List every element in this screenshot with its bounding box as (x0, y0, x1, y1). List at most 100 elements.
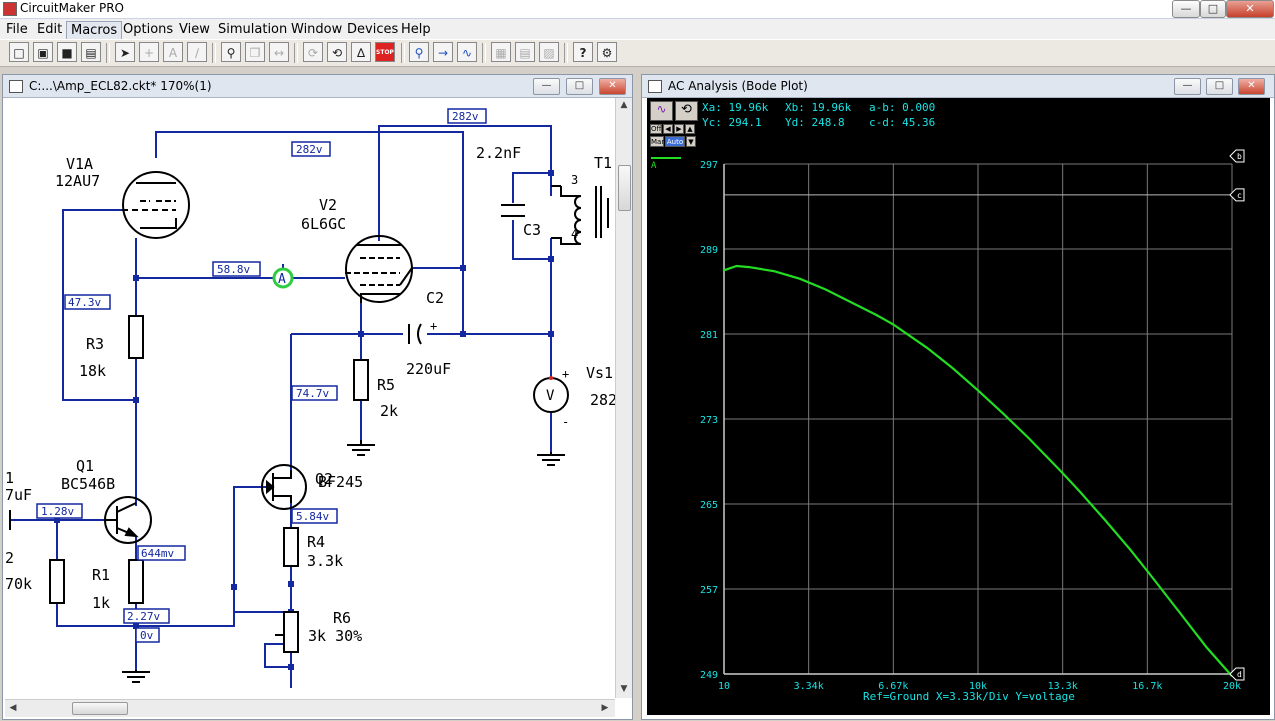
new-icon[interactable]: □ (9, 42, 29, 62)
clip-label-2: 2 (5, 549, 14, 567)
c2-capacitor-symbol (408, 323, 422, 345)
schematic-restore-button[interactable]: □ (566, 78, 593, 95)
vscroll-thumb[interactable] (618, 165, 631, 211)
plot-up-button[interactable]: ▲ (685, 124, 695, 134)
text-icon[interactable]: A (163, 42, 183, 62)
bus-icon[interactable]: ▤ (515, 42, 535, 62)
scope-icon[interactable]: ∿ (457, 42, 477, 62)
plot-prev-button[interactable]: ◀ (663, 124, 673, 134)
q2-jfet-symbol (261, 464, 307, 510)
plot-cursors[interactable]: bcd (724, 149, 1245, 681)
analog-probe-icon[interactable]: → (433, 42, 453, 62)
q2-label: Q2 (315, 470, 333, 488)
reset-icon[interactable]: ⟲ (327, 42, 347, 62)
meter-minus-label: - (562, 415, 569, 429)
menu-help[interactable]: Help (401, 22, 431, 37)
schematic-minimize-button[interactable]: — (533, 78, 560, 95)
component-labels: V1A 12AU7 V2 6L6GC 2.2nF C3 T1 3 4 C2 22… (5, 144, 617, 645)
r1-value-label: 1k (92, 594, 110, 612)
schematic-window: C:...\Amp_ECL82.ckt* 170%(1) — □ ✕ (2, 74, 633, 720)
plot-off-button[interactable]: Off (650, 124, 662, 134)
t1-pin4-label: 4 (571, 227, 578, 241)
settings-icon[interactable]: ⚙ (597, 42, 617, 62)
scroll-down-arrow[interactable]: ▼ (620, 684, 628, 694)
menu-simulation[interactable]: Simulation (218, 22, 288, 37)
hscroll-thumb[interactable] (72, 702, 128, 715)
q1-bjt-symbol (104, 496, 152, 544)
vs1-value-label: 282 (590, 391, 617, 409)
plot-footer: Ref=Ground X=3.33k/Div Y=voltage (863, 690, 1075, 703)
close-button[interactable]: ✕ (1226, 0, 1274, 18)
grid-icon[interactable]: ▦ (491, 42, 511, 62)
wire-icon[interactable]: + (139, 42, 159, 62)
scroll-left-arrow[interactable]: ◀ (9, 703, 17, 713)
menu-devices[interactable]: Devices (347, 22, 399, 37)
v2-label: V2 (319, 196, 337, 214)
schematic-titlebar: C:...\Amp_ECL82.ckt* 170%(1) — □ ✕ (3, 75, 632, 98)
chart-icon (648, 80, 662, 93)
plot-next-button[interactable]: ▶ (674, 124, 684, 134)
clip-label-7uf: 7uF (5, 486, 32, 504)
rotate-icon[interactable]: ⟳ (303, 42, 323, 62)
bode-restore-button[interactable]: □ (1206, 78, 1233, 95)
plot-down-button[interactable]: ▼ (686, 136, 696, 147)
probe-icon[interactable]: ∕ (187, 42, 207, 62)
voltage-47-3: 47.3v (68, 296, 101, 309)
menu-macros[interactable]: Macros (66, 21, 123, 40)
menu-view[interactable]: View (179, 22, 210, 37)
menu-window[interactable]: Window (291, 22, 343, 37)
digital-probe-icon[interactable]: ⚲ (409, 42, 429, 62)
plot-auto-button[interactable]: Auto (665, 136, 685, 147)
scroll-right-arrow[interactable]: ▶ (601, 703, 609, 713)
readout-xb: Xb: 19.96k (785, 101, 852, 114)
menu-file[interactable]: File (6, 22, 28, 37)
bode-minimize-button[interactable]: — (1174, 78, 1201, 95)
scroll-up-arrow[interactable]: ▲ (620, 100, 628, 110)
y-tick-label: 281 (700, 330, 718, 341)
minimize-button[interactable]: — (1172, 0, 1200, 18)
vs1-label: Vs1 (586, 364, 613, 382)
waveform-icon[interactable]: ∿ (650, 101, 673, 121)
y-tick-label: 273 (700, 415, 718, 426)
open-icon[interactable]: ▣ (33, 42, 53, 62)
plot-grid (723, 163, 1233, 675)
print-icon[interactable]: ▤ (81, 42, 101, 62)
voltage-282-top: 282v (452, 110, 479, 123)
bode-close-button[interactable]: ✕ (1238, 78, 1265, 95)
netlist-icon[interactable]: ▨ (539, 42, 559, 62)
v1a-label: V1A (66, 155, 93, 173)
clip-label-1: 1 (5, 469, 14, 487)
menu-options[interactable]: Options (123, 22, 174, 37)
series-trace (723, 264, 1233, 677)
reset-plot-icon[interactable]: ⟲ (675, 101, 698, 121)
save-icon[interactable]: ■ (57, 42, 77, 62)
resistor-symbols (49, 315, 369, 653)
copy-icon[interactable]: ❐ (245, 42, 265, 62)
x-tick-label: 13.3k (1048, 681, 1078, 692)
schematic-hscrollbar[interactable]: ◀ ▶ (5, 699, 615, 717)
voltage-644mv: 644mv (141, 547, 174, 560)
schematic-close-button[interactable]: ✕ (599, 78, 626, 95)
probe-a-label: A (278, 272, 286, 287)
flip-icon[interactable]: ↔ (269, 42, 289, 62)
voltage-74-7: 74.7v (296, 387, 329, 400)
y-tick-label: 257 (700, 585, 718, 596)
help-icon[interactable]: ? (573, 42, 593, 62)
plot-man-button[interactable]: Man (650, 136, 666, 147)
arrow-icon[interactable]: ➤ (115, 42, 135, 62)
r1-label: R1 (92, 566, 110, 584)
maximize-button[interactable]: □ (1200, 0, 1226, 18)
cursor-c-marker (1229, 188, 1245, 202)
probe-a-marker[interactable]: A (272, 267, 294, 289)
schematic-canvas[interactable]: A 282v 282v 58.8v 47.3v 74.7v 5.84v 1.28… (5, 98, 617, 698)
stop-icon[interactable]: STOP (375, 42, 395, 62)
menu-edit[interactable]: Edit (37, 22, 63, 37)
schematic-vscrollbar[interactable]: ▲ ▼ (615, 98, 632, 698)
vs1-meter-symbol (533, 376, 569, 413)
zoom-icon[interactable]: ⚲ (221, 42, 241, 62)
cursor-b-marker (1229, 149, 1245, 163)
c2-label: C2 (426, 289, 444, 307)
step-icon[interactable]: ∆ (351, 42, 371, 62)
